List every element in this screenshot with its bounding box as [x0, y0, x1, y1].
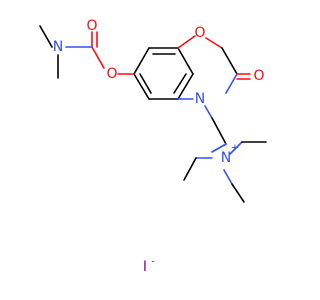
bond [177, 47, 194, 75]
bond [177, 35, 196, 49]
structure-diagram: O O N O N O N + I - [0, 0, 300, 300]
nitrogen-positive-charge: + [231, 143, 239, 154]
triethylammonium [183, 141, 267, 203]
benzene-ring [133, 47, 194, 100]
bond [91, 46, 105, 69]
bond [229, 141, 243, 155]
atom-oxygen-lactam-carbonyl: O [253, 68, 264, 84]
atom-nitrogen-dimethylamino: N [53, 39, 63, 55]
bond [223, 169, 233, 185]
bond [211, 143, 227, 153]
bond [221, 47, 238, 75]
bond [204, 105, 213, 119]
double-bond-inner [173, 73, 187, 94]
atom-nitrogen-quaternary: N [221, 150, 231, 166]
atom-oxygen-ring: O [194, 25, 205, 41]
bond [225, 73, 238, 94]
atom-nitrogen-ring: N [195, 91, 205, 107]
ethyl-linker [204, 105, 227, 153]
iodide-ion: I [143, 259, 147, 275]
oxazine-ring [177, 35, 251, 100]
bond [183, 157, 197, 181]
bond [205, 37, 223, 49]
bond [231, 183, 245, 203]
double-bond-inner [139, 73, 152, 94]
bond [133, 47, 150, 75]
atom-oxygen-carbamate-ester: O [106, 66, 117, 82]
iodide-negative-charge: - [151, 257, 155, 268]
bond [39, 25, 53, 48]
bond [133, 73, 150, 100]
background [0, 0, 300, 300]
carbamate-group [39, 25, 135, 79]
bond [177, 73, 194, 100]
atom-oxygen-carbamate-carbonyl: O [86, 18, 97, 34]
bond [211, 117, 227, 145]
